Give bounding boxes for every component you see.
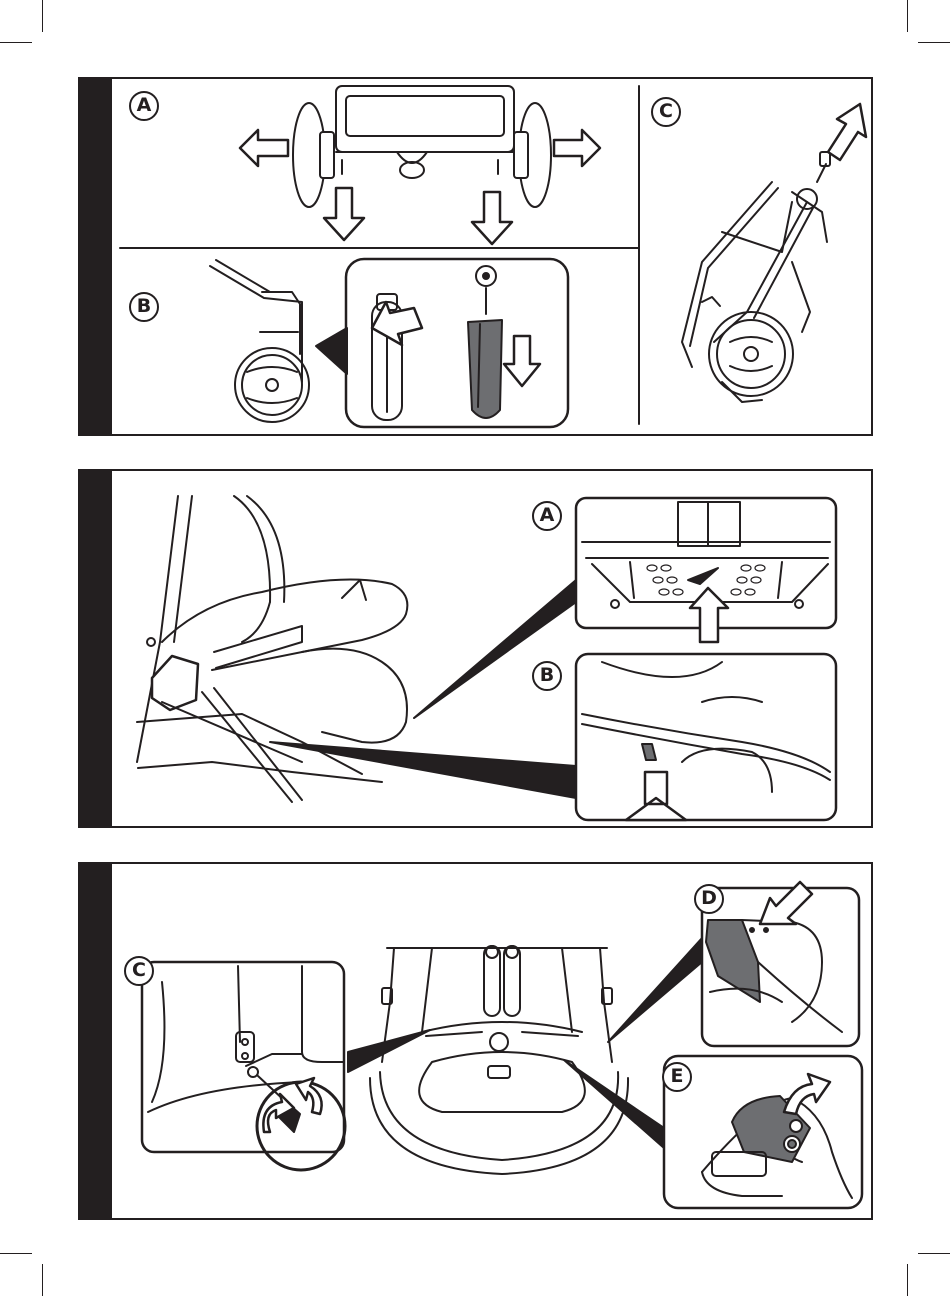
crop-mark-bottom-right-v xyxy=(907,1264,908,1296)
outline-arrow-icon xyxy=(626,772,686,820)
instruction-panel-1: A B C xyxy=(78,77,873,436)
seat-release-detail xyxy=(582,662,830,792)
step-label-b: B xyxy=(129,292,159,322)
callout-pointer xyxy=(608,938,702,1042)
crop-mark-bottom-left-v xyxy=(42,1264,43,1296)
instruction-panel-3: C D E xyxy=(78,862,873,1220)
canopy-clip-detail xyxy=(706,920,842,1032)
callout-pointer xyxy=(348,1030,430,1072)
panel-1-illustration xyxy=(80,79,873,436)
screw-detail xyxy=(148,966,345,1170)
crop-mark-top-left-h xyxy=(0,42,32,43)
crop-mark-top-right-h xyxy=(918,42,950,43)
step-label-c: C xyxy=(651,97,681,127)
step-label-c: C xyxy=(124,956,154,986)
crop-mark-bottom-right-h xyxy=(918,1253,950,1254)
crop-mark-top-right-v xyxy=(907,0,908,32)
callout-pointer xyxy=(414,580,576,718)
stroller-rear-view xyxy=(293,86,551,207)
callout-box xyxy=(346,259,568,427)
instruction-panel-2: A B xyxy=(78,469,873,828)
outline-arrow-icon xyxy=(372,302,540,386)
callout-pointer xyxy=(270,742,576,798)
outline-arrow-icon xyxy=(828,104,866,160)
callout-pointer xyxy=(316,328,347,374)
panel-3-illustration xyxy=(80,864,873,1220)
panel-2-illustration xyxy=(80,471,873,828)
cover-removal-detail xyxy=(702,1096,852,1198)
front-wheel-illustration xyxy=(210,260,309,422)
folded-stroller-illustration xyxy=(682,152,830,402)
step-label-a: A xyxy=(532,501,562,531)
step-label-b: B xyxy=(532,661,562,691)
step-label-e: E xyxy=(662,1062,692,1092)
step-label-a: A xyxy=(129,91,159,121)
outline-arrow-icon xyxy=(690,588,728,642)
stroller-front-view xyxy=(370,946,628,1174)
step-label-d: D xyxy=(694,884,724,914)
wheel-release-detail xyxy=(372,266,502,420)
crop-mark-top-left-v xyxy=(42,0,43,32)
crop-mark-bottom-left-h xyxy=(0,1253,32,1254)
